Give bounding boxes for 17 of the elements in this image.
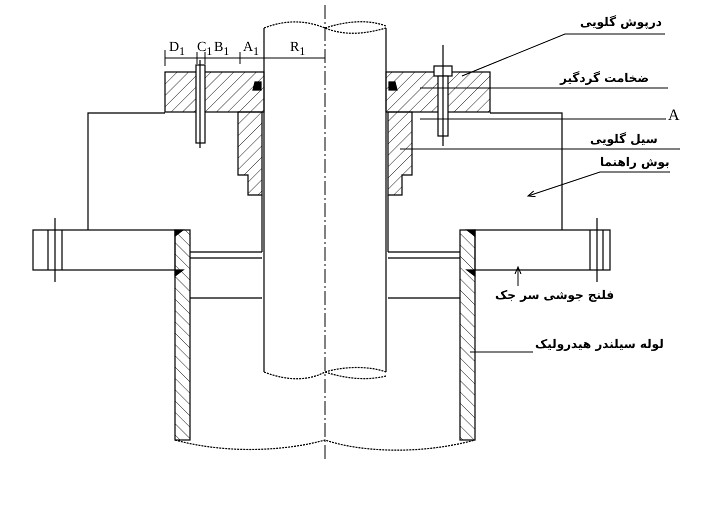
leader-line	[420, 118, 666, 120]
part-label: بوش راهنما	[600, 154, 670, 170]
part-label: سیل گلویی	[590, 131, 658, 147]
leader-arrow	[514, 266, 522, 286]
part-label: ضخامت گردگیر	[560, 70, 650, 86]
part-label: فلنج جوشی سر جک	[495, 287, 614, 303]
part-label: لوله سیلندر هیدرولیک	[535, 336, 664, 352]
dimension-label: B$_{1}$	[214, 40, 230, 60]
dimension-label: A$_{1}$	[243, 40, 259, 60]
dimension-label: C$_{1}$	[197, 40, 212, 60]
leader-line	[400, 148, 680, 150]
part-label: درپوش گلویی	[580, 14, 662, 30]
part-label: A	[668, 108, 680, 124]
dimension-label: D$_{1}$	[169, 40, 185, 60]
leader-arrow	[528, 172, 670, 198]
leader-line	[462, 34, 666, 76]
dimension-label: R$_{1}$	[290, 40, 306, 60]
